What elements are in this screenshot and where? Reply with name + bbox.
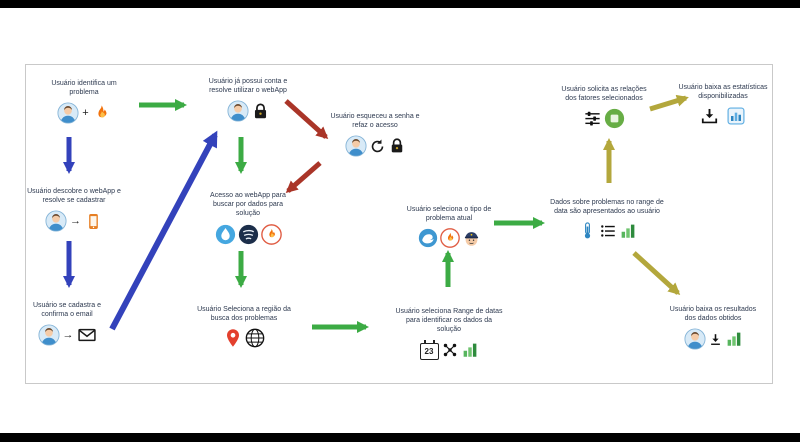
green-button-icon (604, 108, 625, 129)
node-webapp-access-search: Acesso ao webApp para buscar por dados p… (200, 191, 296, 245)
node-label: Usuário já possui conta e resolve utiliz… (208, 78, 288, 95)
node-label: Usuário seleciona o tipo de problema atu… (406, 206, 492, 223)
node-label: Usuário solicita as relações dos fatores… (561, 86, 647, 103)
bar-chart-icon (725, 330, 743, 348)
calendar-day: 23 (424, 346, 434, 356)
node-label: Usuário baixa as estatísticas disponibil… (678, 84, 768, 101)
list-icon (599, 222, 617, 240)
right-arrow-glyph: → (62, 328, 74, 341)
node-request-factor-relations: Usuário solicita as relações dos fatores… (556, 85, 652, 129)
thermometer-icon (578, 221, 597, 240)
top-letterbox-bar (0, 0, 800, 8)
node-label: Usuário esqueceu a senha e refaz o acess… (330, 113, 420, 130)
node-select-problem-type: Usuário seleciona o tipo de problema atu… (405, 205, 493, 248)
network-icon (441, 341, 459, 359)
officer-icon (462, 229, 481, 248)
arrow-data-to-results (632, 251, 681, 296)
node-forgot-password: Usuário esqueceu a senha e refaz o acess… (329, 112, 421, 157)
node-label: Usuário seleciona Range de datas para id… (395, 308, 503, 334)
download-arrow-icon (708, 332, 723, 347)
node-label: Usuário identifica um problema (51, 80, 117, 97)
node-select-date-range: Usuário seleciona Range de datas para id… (394, 307, 504, 360)
fire-ring-icon (261, 224, 282, 245)
right-arrow-glyph: → (70, 214, 81, 227)
node-register-confirm-email: Usuário se cadastra e confirma o email → (26, 301, 108, 346)
user-avatar-icon (227, 100, 249, 122)
storm-icon (238, 224, 259, 245)
user-avatar-icon (345, 135, 367, 157)
sliders-icon (583, 109, 602, 128)
refresh-icon (369, 138, 386, 155)
wave-icon (418, 228, 438, 248)
node-label: Usuário Seleciona a região da busca dos … (197, 306, 291, 323)
node-label: Acesso ao webApp para buscar por dados p… (210, 192, 286, 218)
node-label: Usuário se cadastra e confirma o email (32, 302, 102, 319)
map-pin-icon (223, 328, 243, 348)
node-identify-problem: Usuário identifica um problema + (36, 79, 132, 124)
node-select-region: Usuário Seleciona a região da busca dos … (196, 305, 292, 348)
node-has-account: Usuário já possui conta e resolve utiliz… (198, 77, 298, 122)
globe-icon (245, 328, 265, 348)
node-problem-data-presented: Dados sobre problemas no range de data s… (546, 198, 668, 240)
bar-chart-icon (619, 222, 637, 240)
user-avatar-icon (38, 324, 60, 346)
lock-icon (388, 137, 406, 155)
lock-icon (251, 102, 270, 121)
node-download-results: Usuário baixa os resultados dos dados ob… (667, 305, 759, 350)
user-avatar-icon (684, 328, 706, 350)
flowchart-canvas: Usuário identifica um problema + Usuário… (25, 64, 773, 384)
fire-ring-icon (440, 228, 460, 248)
plus-sign: + (82, 106, 89, 119)
node-download-statistics: Usuário baixa as estatísticas disponibil… (677, 83, 769, 126)
calendar-icon: 23 (419, 339, 439, 360)
phone-icon (84, 212, 103, 231)
water-drop-icon (215, 224, 236, 245)
user-avatar-icon (57, 102, 79, 124)
node-label: Dados sobre problemas no range de data s… (550, 199, 664, 216)
user-avatar-icon (45, 210, 67, 232)
node-label: Usuário baixa os resultados dos dados ob… (669, 306, 757, 323)
envelope-icon (77, 325, 97, 345)
bottom-letterbox-bar (0, 433, 800, 442)
arrow-forgot-to-access (285, 161, 322, 193)
chart-panel-icon (726, 106, 746, 126)
fire-icon (92, 104, 111, 123)
bar-chart-icon (461, 341, 479, 359)
node-label: Usuário descobre o webApp e resolve se c… (27, 188, 121, 205)
node-discover-webapp: Usuário descobre o webApp e resolve se c… (26, 187, 122, 232)
download-tray-icon (700, 107, 719, 126)
